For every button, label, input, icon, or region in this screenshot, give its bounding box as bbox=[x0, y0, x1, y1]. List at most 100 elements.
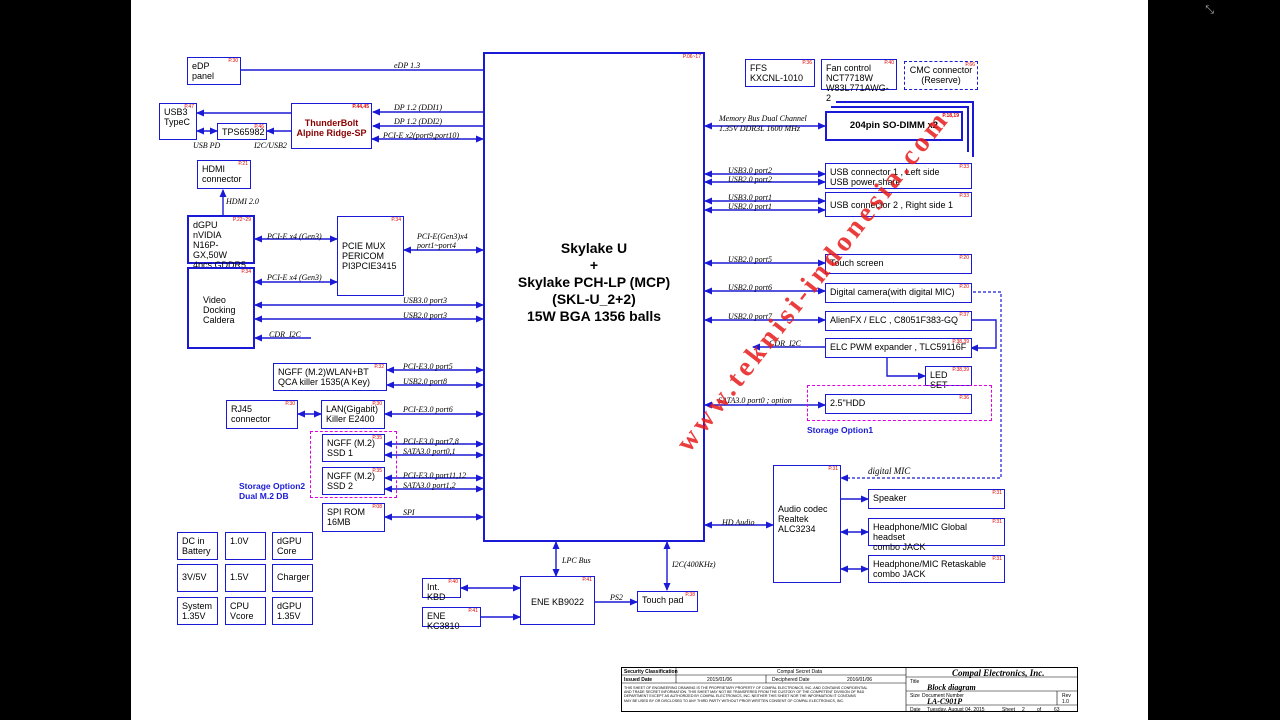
signal-dp-ddi1: DP 1.2 (DDI1) bbox=[394, 103, 443, 112]
block-text: DC in Battery bbox=[182, 536, 211, 556]
page-ref: P.06~17 bbox=[682, 54, 701, 60]
dc-battery-block: DC in Battery bbox=[177, 532, 218, 560]
tb-deciphered-lbl: Deciphered Date bbox=[772, 677, 810, 683]
tb-issued-date: 2015/01/06 bbox=[707, 677, 733, 683]
block-text: Charger bbox=[277, 572, 310, 582]
block-text: ENE KC3810 bbox=[427, 611, 460, 631]
page-ref: P.31 bbox=[992, 490, 1002, 496]
tb-of-lbl: of bbox=[1037, 707, 1042, 713]
page-ref: P.20 bbox=[959, 255, 969, 261]
block-text: Audio codec Realtek ALC3234 bbox=[778, 504, 828, 534]
block-text: NGFF (M.2)WLAN+BT QCA killer 1535(A Key) bbox=[278, 367, 371, 387]
page-ref: P.33 bbox=[959, 164, 969, 170]
signal-pcie3-p78: PCI-E3.0 port7,8 bbox=[403, 437, 459, 446]
block-text: 204pin SO-DIMM x2 bbox=[849, 120, 939, 131]
page-ref: P.36 bbox=[959, 395, 969, 401]
tb-compal-secret: Compal Secret Data bbox=[777, 669, 823, 675]
page-ref: P.30 bbox=[285, 401, 295, 407]
tb-issued-lbl: Issued Date bbox=[624, 677, 653, 683]
block-text: Headphone/MIC Global headset combo JACK bbox=[873, 522, 968, 552]
signal-mem2: 1.35V DDR3L 1600 MHz bbox=[719, 124, 801, 133]
wire-layer bbox=[196, 66, 1002, 621]
block-text: dGPU nVIDIA N16P-GX,50W 4pcs GDDR5 bbox=[193, 220, 247, 270]
block-text: SPI ROM 16MB bbox=[327, 507, 366, 527]
block-text: Touch screen bbox=[830, 258, 884, 268]
schematic-sheet: P.06~17 Skylake U + Skylake PCH-LP (MCP)… bbox=[131, 0, 1148, 720]
signal-usb2-p5: USB2.0 port5 bbox=[728, 255, 772, 264]
block-text: NGFF (M.2) SSD 1 bbox=[327, 438, 375, 458]
tb-docnum-lbl: Document Number bbox=[922, 693, 964, 699]
hdd-block: 2.5"HDD P.36 bbox=[825, 394, 972, 414]
page-ref: P.46 bbox=[254, 124, 264, 130]
page-ref: P.41 bbox=[468, 608, 478, 614]
v3v5-block: 3V/5V bbox=[177, 564, 218, 592]
signal-pcie-gpu: PCI-E x4 (Gen3) bbox=[267, 232, 322, 241]
title-block: Security Classification Compal Secret Da… bbox=[621, 667, 1078, 713]
block-text: AlienFX / ELC , C8051F383-GQ bbox=[830, 315, 959, 325]
cpu-line4: (SKL-U_2+2) bbox=[552, 291, 636, 307]
dgpu-core-block: dGPU Core bbox=[272, 532, 313, 560]
block-text: ThunderBolt Alpine Ridge-SP bbox=[296, 118, 367, 138]
signal-mem1: Memory Bus Dual Channel bbox=[719, 114, 807, 123]
block-text: Video Docking Caldera bbox=[203, 295, 236, 325]
page-ref: P.38,39 bbox=[952, 367, 969, 373]
signal-usb2-p8: USB2.0 port8 bbox=[403, 377, 447, 386]
signal-usb3-p3: USB3.0 port3 bbox=[403, 296, 447, 305]
page-ref: P.35 bbox=[372, 468, 382, 474]
tb-size-lbl: Size bbox=[910, 693, 920, 699]
tb-docnum: LA-C901P bbox=[927, 697, 963, 706]
cpu-line3: Skylake PCH-LP (MCP) bbox=[517, 274, 671, 290]
signal-ps2: PS2 bbox=[610, 593, 623, 602]
block-text: USB connector 2 , Right side 1 bbox=[830, 200, 954, 210]
block-text: TPS65982 bbox=[222, 127, 265, 137]
page-ref: P.18,19 bbox=[942, 113, 959, 119]
usb-left-block: USB connector 1 , Left side USB power sh… bbox=[825, 163, 972, 189]
fullscreen-icon[interactable]: ⤡ bbox=[1205, 4, 1214, 16]
wire-elc-led bbox=[886, 356, 926, 380]
signal-hdmi: HDMI 2.0 bbox=[226, 197, 259, 206]
camera-block: Digital camera(with digital MIC)P.20 bbox=[825, 283, 972, 303]
signal-spi: SPI bbox=[403, 508, 415, 517]
block-text: USB connector 1 , Left side USB power sh… bbox=[830, 167, 940, 187]
page-ref: P.36 bbox=[802, 60, 812, 66]
tb-title: Block diagram bbox=[927, 683, 976, 692]
page-ref: P.66 bbox=[965, 62, 975, 68]
signal-pcie-dock: PCI-E x4 (Gen3) bbox=[267, 273, 322, 282]
v10-block: 1.0V bbox=[225, 532, 266, 560]
block-text: Headphone/MIC Retaskable combo JACK bbox=[873, 559, 987, 579]
signal-usb2-p2: USB2.0 port2 bbox=[728, 175, 772, 184]
block-text: eDP panel bbox=[192, 61, 215, 81]
page-ref: P.22~29 bbox=[232, 217, 251, 223]
cpu-line5: 15W BGA 1356 balls bbox=[526, 308, 662, 324]
page-ref: P.38,39 bbox=[952, 339, 969, 345]
block-text: 1.0V bbox=[230, 536, 249, 546]
block-text: Speaker bbox=[873, 493, 907, 503]
page-ref: P.40 bbox=[448, 579, 458, 585]
block-text: Fan control NCT7718W W83L771AWG-2 bbox=[826, 63, 889, 103]
signal-usb3-p1: USB3.0 port1 bbox=[728, 193, 772, 202]
note-line: Dual M.2 DB bbox=[239, 491, 289, 501]
title-block-grid bbox=[621, 667, 1078, 712]
block-text: CMC connector (Reserve) bbox=[909, 65, 973, 85]
tb-deciphered-date: 2016/01/06 bbox=[847, 677, 873, 683]
block-text: ELC PWM expander , TLC59116F bbox=[830, 342, 967, 352]
block-text: 2.5"HDD bbox=[830, 398, 866, 408]
page-ref: P.21 bbox=[238, 161, 248, 167]
storage-option1-frame bbox=[807, 385, 992, 421]
signal-usb3-p2: USB3.0 port2 bbox=[728, 166, 772, 175]
